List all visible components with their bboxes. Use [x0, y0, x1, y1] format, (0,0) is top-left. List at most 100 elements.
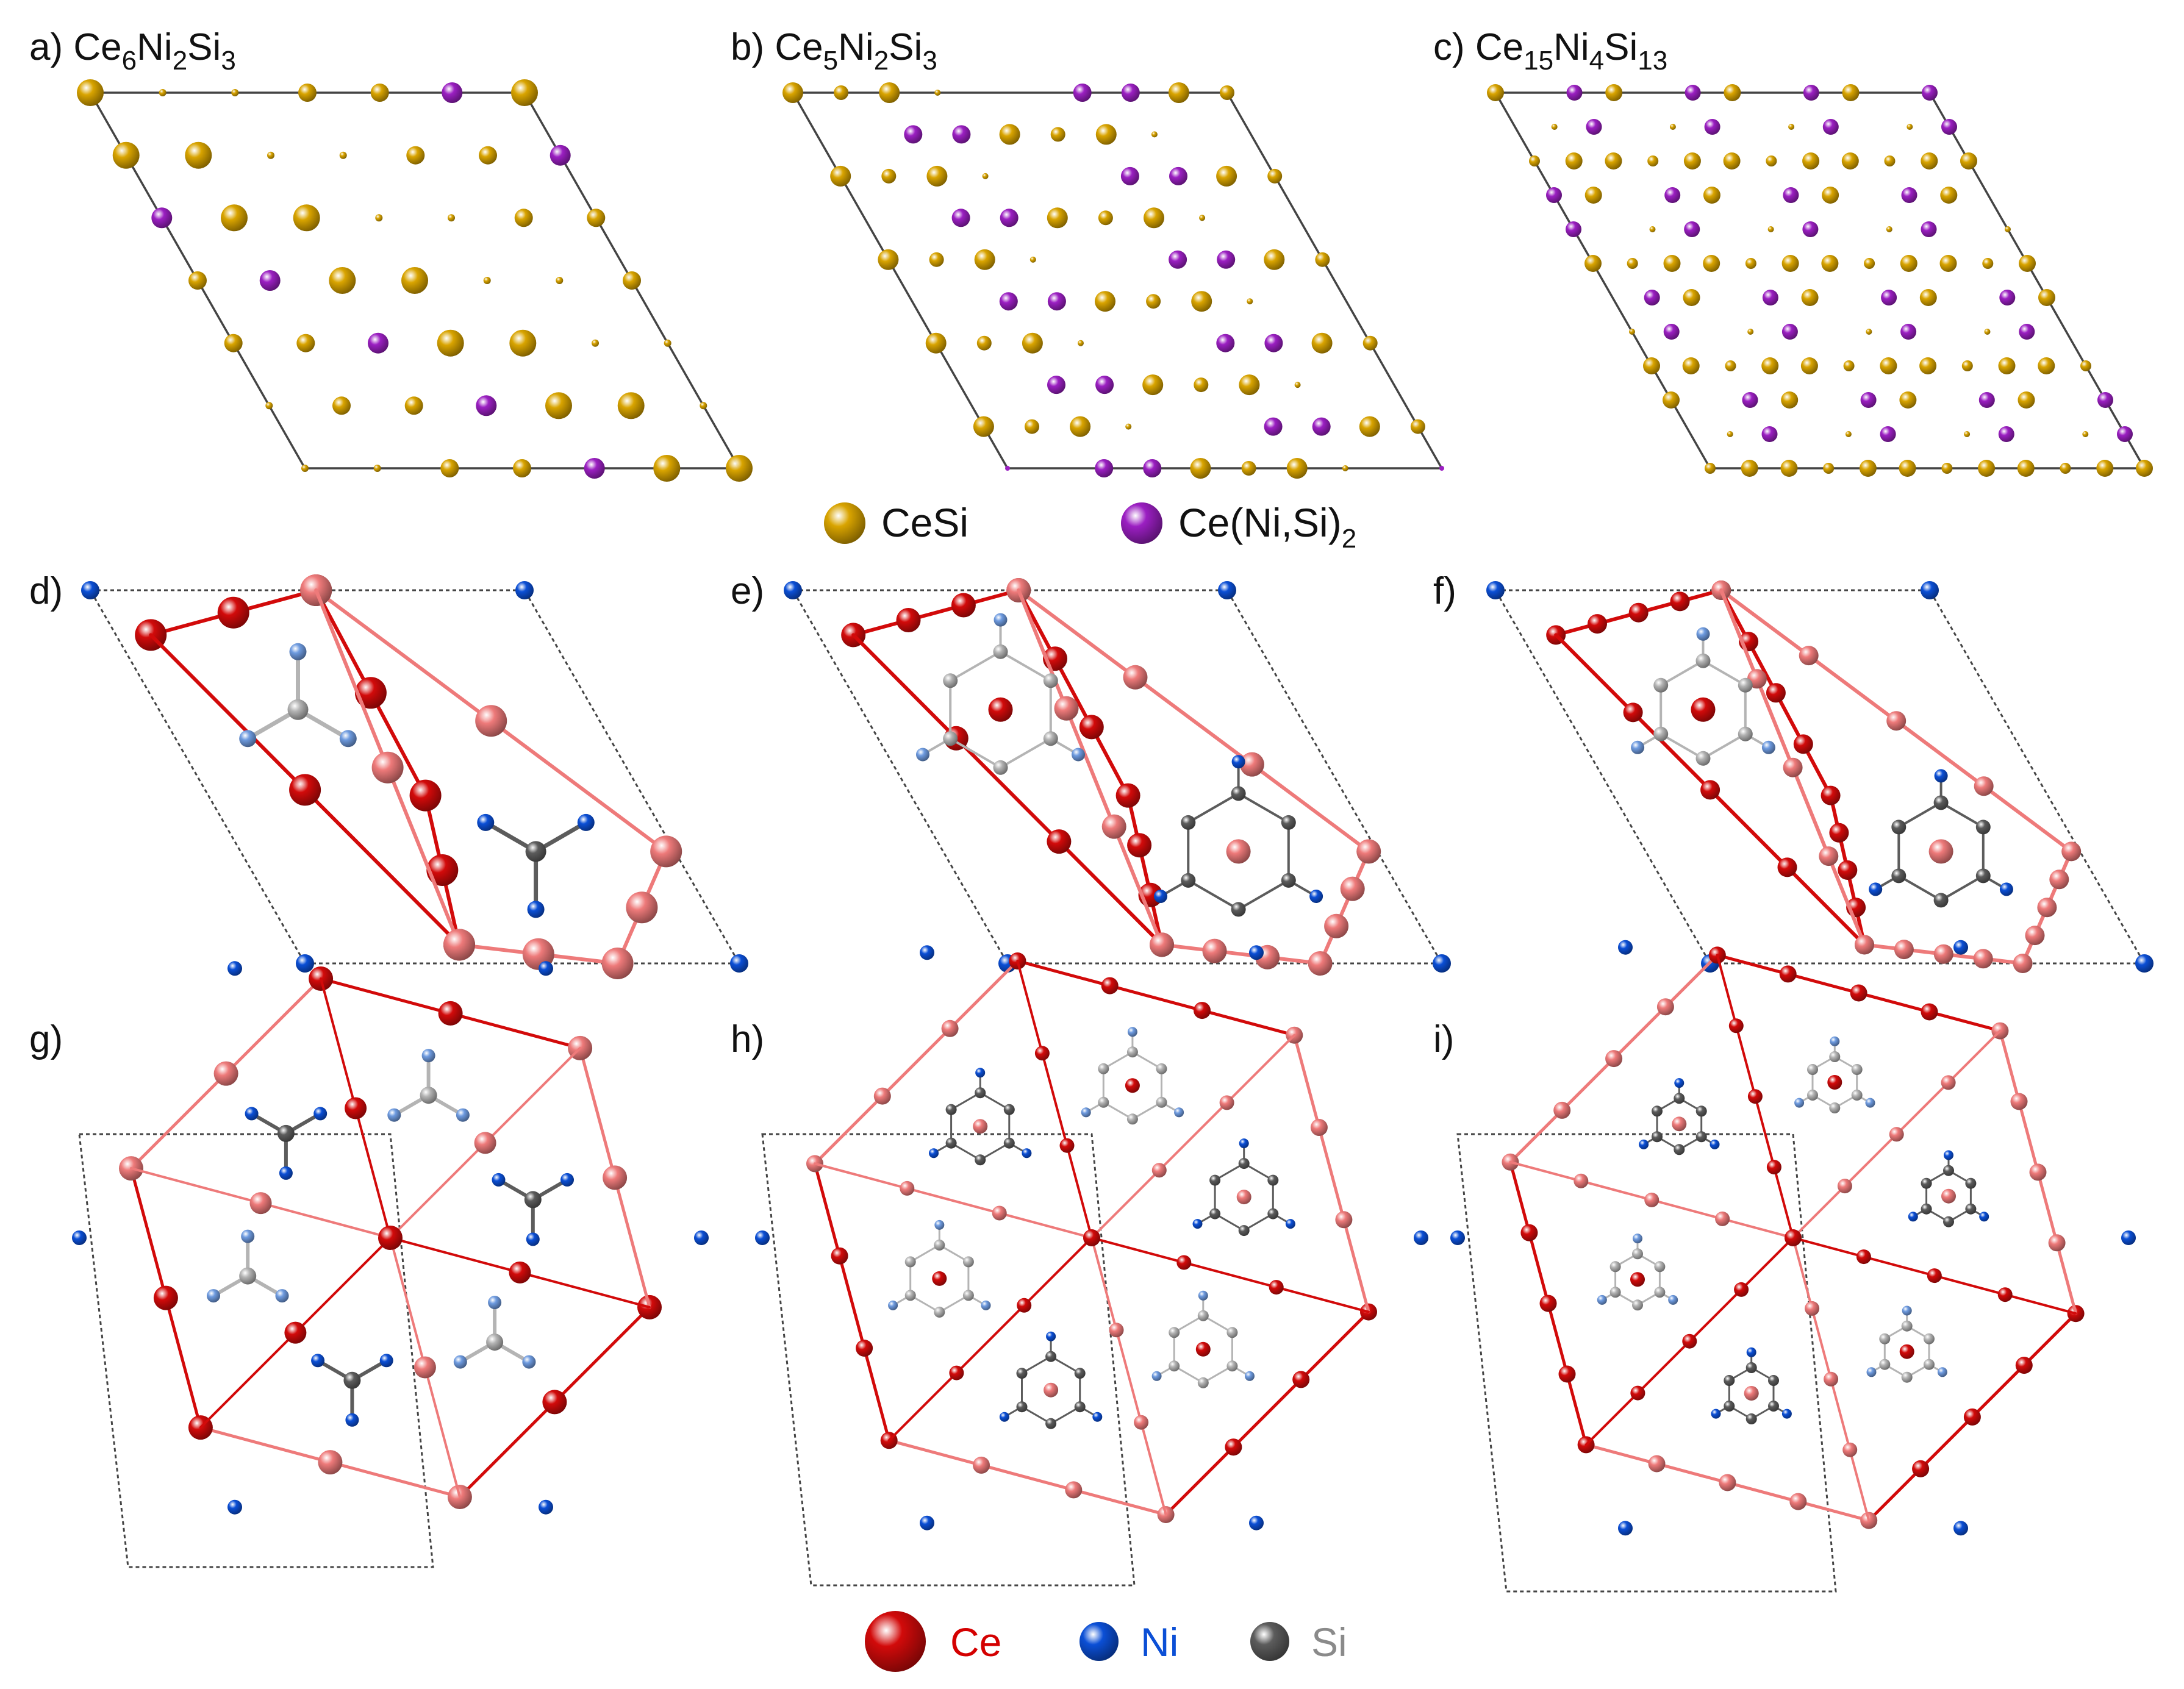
- cluster-c-100: [2082, 431, 2089, 437]
- cluster-b-31: [1047, 207, 1068, 229]
- cluster-a-38: [556, 277, 564, 284]
- cluster-a-14: [231, 89, 239, 96]
- cluster-a-24: [401, 267, 428, 294]
- cluster-a-25: [437, 329, 464, 357]
- cluster-c-51: [1801, 289, 1819, 306]
- si-bond-h-5-3: [1214, 1162, 1245, 1182]
- si-bond-f-0-4: [1702, 659, 1747, 687]
- si-atom-h-1-2: [1016, 1401, 1028, 1413]
- cluster-b-62: [1264, 249, 1285, 270]
- cluster-b-15: [999, 292, 1018, 311]
- cluster-b-49: [1286, 458, 1308, 479]
- cluster-c-90: [1998, 357, 2016, 374]
- ce-atom-i-37: [1747, 1089, 1763, 1104]
- ni-atom-g-0-2: [453, 1355, 467, 1369]
- center-ce-f-1: [1928, 839, 1953, 864]
- cluster-c-76: [1841, 152, 1859, 170]
- cluster-c-73: [1978, 460, 1996, 477]
- cluster-c-31: [1684, 221, 1700, 237]
- ni-atom-f-0-2: [1631, 740, 1645, 754]
- cluster-c-68: [1864, 258, 1875, 269]
- ce-atom-i-21: [2010, 1093, 2028, 1110]
- ce-bond-h-1: [887, 1438, 1168, 1516]
- cluster-c-67: [1822, 187, 1839, 204]
- corner-ni-h-2: [920, 1515, 934, 1530]
- ni-atom-d-0-1: [339, 730, 357, 748]
- ce-atom-i-36: [1728, 1018, 1744, 1034]
- si-atom-h-2-1: [934, 1306, 945, 1318]
- si-bond-h-2-1: [909, 1294, 940, 1313]
- cluster-c-102: [1922, 85, 1938, 101]
- cluster-c-64: [1941, 463, 1953, 474]
- ce-atom-h-26: [1034, 1046, 1050, 1061]
- si-atom-h-3-2: [945, 1137, 957, 1149]
- ce-bond-e-5: [1318, 849, 1371, 965]
- si-atom-d-1: [525, 841, 546, 862]
- si-atom-h-0-3: [1169, 1327, 1180, 1338]
- si-bond-e-1-4: [1237, 792, 1290, 824]
- cluster-c-25: [1742, 392, 1758, 408]
- si-atom-h-4-4: [1126, 1046, 1138, 1058]
- corner-ni-g-4: [227, 961, 242, 976]
- cluster-c-47: [1704, 119, 1720, 135]
- cluster-c-103: [1941, 119, 1957, 135]
- corner-ni-i-1: [1953, 1521, 1968, 1536]
- ni-atom-g-3-1: [279, 1166, 293, 1180]
- cell-corner-b-3: [1005, 466, 1010, 471]
- ce-bond-h-0: [1164, 1310, 1370, 1516]
- ce-atom-e-23: [1054, 696, 1079, 721]
- ni-atom-g-4-0: [421, 1049, 435, 1063]
- ni-atom-e-0-0: [1072, 748, 1085, 762]
- cluster-b-22: [982, 173, 989, 179]
- cluster-c-5: [1629, 329, 1635, 335]
- si-atom-h-0-0: [1226, 1360, 1238, 1372]
- ni-atom-e-0-2: [916, 748, 929, 762]
- si-atom-i-4-5: [1851, 1064, 1863, 1075]
- cluster-a-28: [370, 84, 389, 102]
- cluster-c-71: [1919, 357, 1937, 374]
- ni-atom-g-1-1: [345, 1413, 359, 1427]
- cluster-c-46: [1685, 85, 1701, 101]
- ce-atom-g-9: [438, 1001, 463, 1026]
- cluster-b-50: [1121, 84, 1140, 102]
- ce-atom-i-9: [1558, 1365, 1576, 1383]
- ce-atom-f-9: [1829, 823, 1849, 843]
- si-atom-i-4-2: [1807, 1090, 1818, 1101]
- ce-atom-h-25: [992, 1205, 1007, 1221]
- cluster-c-11: [1584, 187, 1602, 204]
- ni-atom-d-1-1: [527, 901, 545, 918]
- si-atom-h-3-3: [945, 1104, 957, 1115]
- cluster-c-33: [1747, 329, 1754, 335]
- ce-atom-h-24: [900, 1180, 915, 1196]
- ce-atom-h-8: [831, 1247, 848, 1265]
- cluster-b-10: [879, 82, 900, 103]
- si-bond-e-1-0: [1237, 879, 1290, 911]
- si-bond-f-0-1: [1659, 732, 1705, 760]
- si-atom-h-3-5: [1003, 1104, 1015, 1115]
- cluster-c-85: [1884, 155, 1896, 166]
- cluster-c-95: [1940, 187, 1958, 204]
- si-atom-f-1-0: [1975, 868, 1991, 884]
- si-bond-h-3-3: [950, 1091, 981, 1111]
- ni-atom-g-2-0: [241, 1229, 255, 1243]
- ni-atom-h-5-4: [1239, 1138, 1249, 1149]
- cluster-a-12: [332, 396, 351, 415]
- panel-c-structure: [1487, 84, 2153, 477]
- si-atom-h-5-5: [1267, 1174, 1279, 1186]
- cluster-c-49: [1767, 226, 1774, 232]
- si-bond-h-3-4: [979, 1091, 1011, 1111]
- ni-atom-h-0-4: [1198, 1290, 1208, 1301]
- cluster-c-29: [1647, 155, 1659, 166]
- ce-atom-f-20: [2061, 841, 2082, 862]
- si-atom-i-5-5: [1965, 1177, 1977, 1189]
- frag-ce-h-4: [1125, 1078, 1140, 1093]
- cluster-c-97: [1999, 290, 2016, 305]
- formula-a-part-3: 2: [173, 46, 187, 76]
- panel-f-structure: [1486, 580, 2154, 973]
- ce-atom-h-17: [1335, 1211, 1353, 1229]
- ce-atom-h-22: [949, 1365, 964, 1380]
- ce-atom-i-2: [1963, 1408, 1981, 1426]
- si-atom-f-0-4: [1695, 653, 1711, 668]
- legend-si-label: Si: [1311, 1619, 1347, 1665]
- si-atom-g-4: [420, 1087, 437, 1104]
